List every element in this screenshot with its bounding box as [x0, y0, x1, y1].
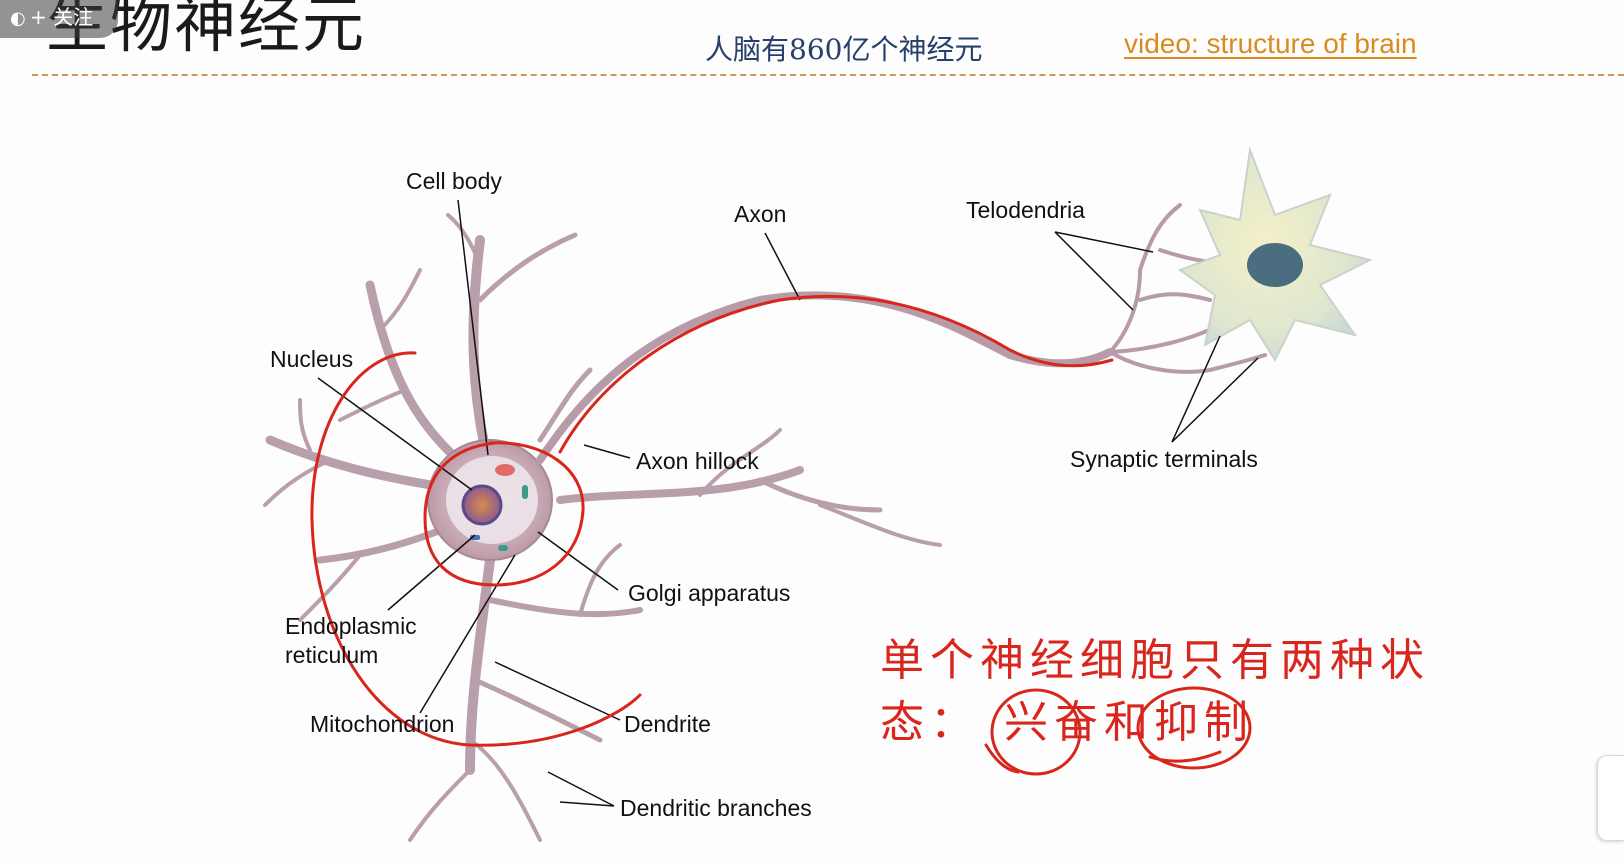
red-annotations [310, 294, 1252, 776]
inhibited-circle-mark [1136, 686, 1252, 770]
dendrite-loop-mark [310, 351, 642, 747]
note-line-2: 态： 兴奋和抑制 [880, 692, 1430, 754]
label-dendritic-branches: Dendritic branches [620, 795, 812, 821]
nucleus-shape [461, 484, 503, 526]
axon-trace-mark [558, 294, 1114, 454]
dendrites [263, 213, 942, 842]
label-axon-hillock: Axon hillock [636, 448, 759, 474]
excited-circle-mark [990, 688, 1082, 776]
handwritten-note: 单个神经细胞只有两种状 态： 兴奋和抑制 [880, 630, 1430, 754]
follow-icon: ◐ [10, 8, 26, 29]
follow-button[interactable]: ◐+ 关注 [0, 0, 118, 38]
label-axon: Axon [734, 201, 787, 227]
label-mitochondrion: Mitochondrion [310, 711, 455, 737]
label-nucleus: Nucleus [270, 346, 354, 372]
side-scroll-handle[interactable] [1597, 755, 1624, 841]
note-inhibited: 抑制 [1154, 697, 1254, 748]
follow-label: + 关注 [30, 5, 94, 29]
note-prefix: 态： [880, 697, 980, 748]
leader-lines [317, 199, 1259, 807]
label-cell-body: Cell body [406, 168, 502, 194]
video-link[interactable]: video: structure of brain [1124, 28, 1417, 59]
label-golgi-apparatus: Golgi apparatus [628, 580, 791, 606]
label-dendrite: Dendrite [624, 711, 711, 737]
label-endoplasmic-reticulum: Endoplasmic reticulum [285, 613, 417, 668]
note-excited: 兴奋 [1004, 697, 1104, 748]
header-divider [32, 74, 1624, 76]
note-conj: 和 [1104, 697, 1154, 748]
subtitle: 人脑有860亿个神经元 [705, 33, 983, 66]
soma-circle-mark [423, 441, 585, 587]
note-line-1: 单个神经细胞只有两种状 [880, 635, 1430, 686]
label-telodendria: Telodendria [966, 197, 1085, 223]
axon-shape [536, 291, 1114, 464]
label-synaptic-terminals: Synaptic terminals [1070, 446, 1258, 472]
